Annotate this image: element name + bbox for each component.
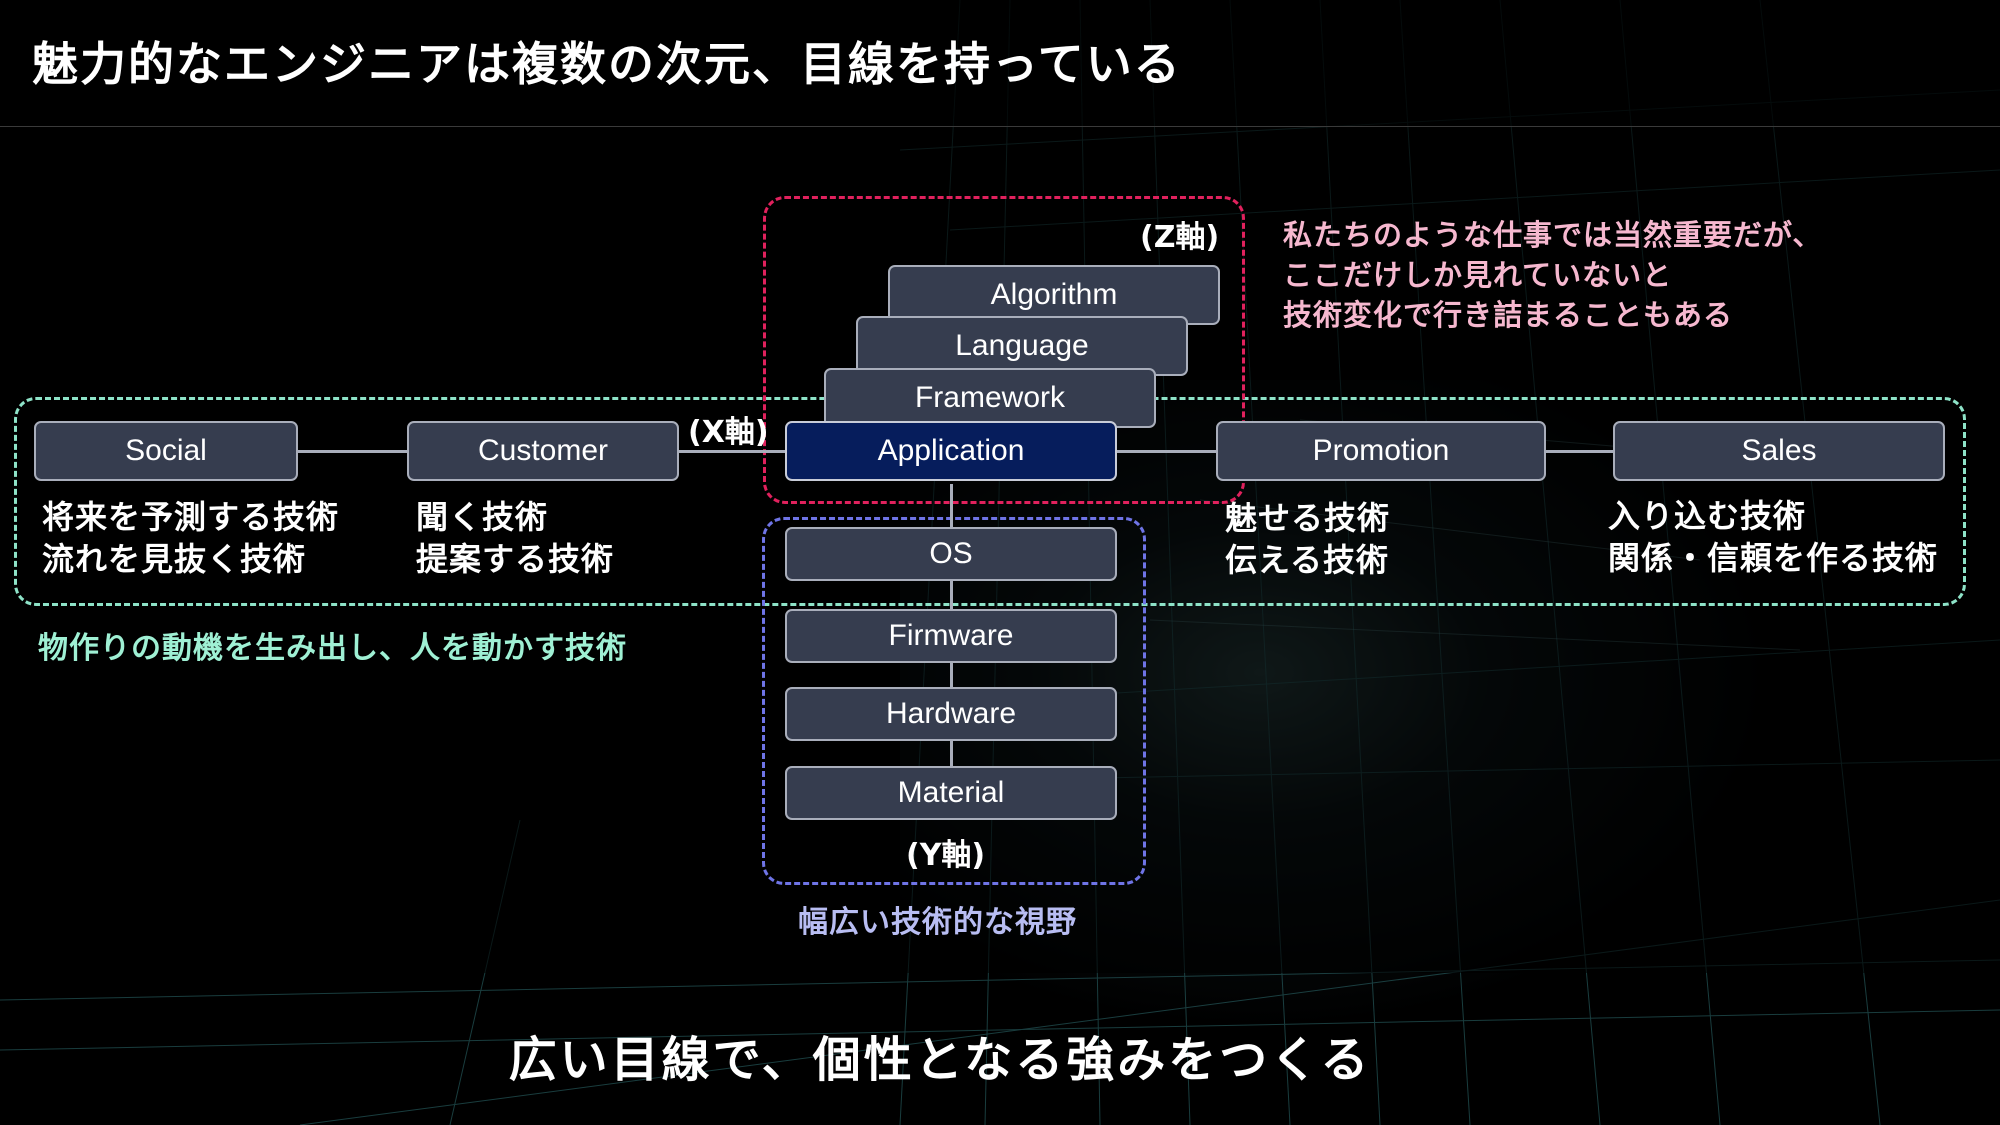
framework-box: Framework — [824, 368, 1156, 428]
material-box: Material — [785, 766, 1117, 820]
social-description: 将来を予測する技術 流れを見抜く技術 — [42, 496, 339, 580]
promotion-box: Promotion — [1216, 421, 1546, 481]
description-line: 関係・信頼を作る技術 — [1608, 539, 1939, 577]
description-line: 流れを見抜く技術 — [42, 540, 307, 578]
x-axis-note: 物作りの動機を生み出し、人を動かす技術 — [38, 631, 627, 666]
social-box: Social — [34, 421, 298, 481]
description-line: 将来を予測する技術 — [42, 498, 340, 536]
firmware-box: Firmware — [785, 609, 1117, 663]
description-line: 聞く技術 — [416, 498, 549, 536]
note-line: 技術変化で行き詰まることもある — [1283, 298, 1734, 332]
x-axis-label: (X軸) — [688, 415, 769, 450]
title-bar: 魅力的なエンジニアは複数の次元、目線を持っている — [0, 0, 2000, 127]
z-axis-label: (Z軸) — [1140, 220, 1220, 255]
description-line: 提案する技術 — [416, 540, 615, 578]
promotion-description: 魅せる技術 伝える技術 — [1225, 497, 1390, 581]
description-line: 入り込む技術 — [1608, 497, 1807, 535]
z-axis-region — [763, 196, 1245, 504]
algorithm-box: Algorithm — [888, 265, 1220, 325]
footer-message: 広い目線で、個性となる強みをつくる — [0, 1020, 2000, 1090]
z-axis-note: 私たちのような仕事では当然重要だが、 ここだけしか見れていないと 技術変化で行き… — [1283, 215, 1822, 335]
y-axis-note: 幅広い技術的な視野 — [798, 905, 1077, 940]
description-line: 魅せる技術 — [1225, 499, 1391, 537]
description-line: 伝える技術 — [1225, 541, 1390, 579]
note-line: 私たちのような仕事では当然重要だが、 — [1283, 218, 1823, 252]
connector-social-customer — [297, 450, 407, 453]
y-axis-region — [762, 517, 1146, 885]
footer-text: 広い目線で、個性となる強みをつくる — [508, 1032, 1372, 1088]
customer-box: Customer — [407, 421, 679, 481]
hardware-box: Hardware — [785, 687, 1117, 741]
connector-application-promotion — [1115, 450, 1217, 453]
customer-description: 聞く技術 提案する技術 — [416, 496, 614, 580]
os-box: OS — [785, 527, 1117, 581]
connector-promotion-sales — [1545, 450, 1613, 453]
application-box: Application — [785, 421, 1117, 481]
page-title: 魅力的なエンジニアは複数の次元、目線を持っている — [32, 37, 1182, 91]
sales-description: 入り込む技術 関係・信頼を作る技術 — [1608, 495, 1938, 579]
language-box: Language — [856, 316, 1188, 376]
note-line: ここだけしか見れていないと — [1283, 258, 1673, 292]
sales-box: Sales — [1613, 421, 1945, 481]
connector-customer-application — [678, 450, 786, 453]
y-axis-label: (Y軸) — [906, 838, 986, 873]
